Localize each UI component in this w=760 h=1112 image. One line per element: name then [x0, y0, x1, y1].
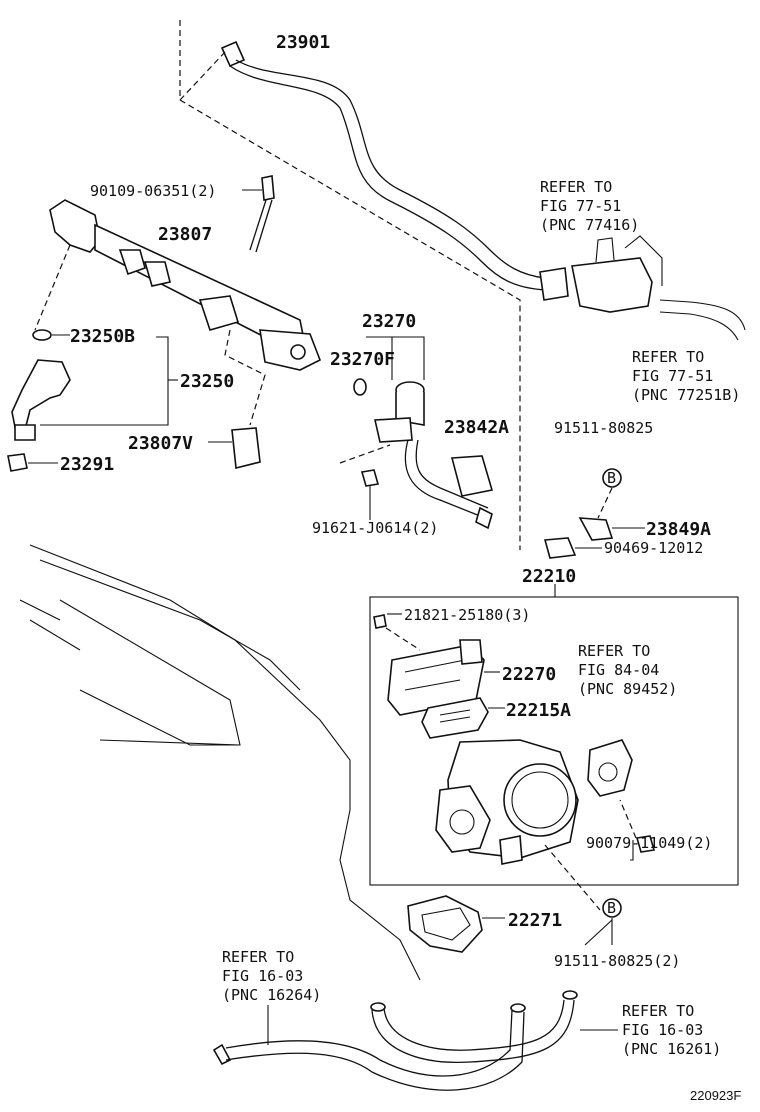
injector-23250	[11, 359, 71, 441]
bolt-91621	[339, 444, 391, 520]
leader-callout-b-1	[597, 487, 613, 519]
clip-90469	[543, 537, 577, 559]
spacer-23807v	[231, 427, 261, 469]
ref3-line2: FIG 84-04	[578, 661, 659, 679]
label-91621: 91621-J0614(2)	[312, 519, 438, 537]
ref3-line3: (PNC 89452)	[578, 680, 677, 698]
gasket-22271	[407, 895, 483, 953]
assembly-boundary	[179, 99, 521, 550]
ref1-line2: FIG 77-51	[540, 197, 621, 215]
ref4-line2: FIG 16-03	[222, 967, 303, 985]
fuel-rail-23807	[49, 199, 322, 371]
label-91511-a: 91511-80825	[554, 419, 653, 437]
engine-outline	[19, 544, 421, 981]
label-23291: 23291	[60, 454, 114, 475]
ref4-line1: REFER TO	[222, 948, 294, 966]
label-23250b: 23250B	[70, 326, 135, 347]
ref2-line2: FIG 77-51	[632, 367, 713, 385]
label-23842a: 23842A	[444, 417, 509, 438]
bracket-23250	[40, 336, 169, 426]
screw-dash	[385, 627, 421, 651]
label-22270: 22270	[502, 664, 556, 685]
clamp-23842a	[450, 455, 494, 497]
bolt-90109	[249, 175, 275, 253]
label-90079: 90079-11049(2)	[586, 834, 712, 852]
leader-callout-b-2	[584, 918, 613, 946]
label-91511-b: 91511-80825(2)	[554, 952, 680, 970]
callout-b-1	[602, 468, 622, 488]
hose-leader	[179, 20, 226, 102]
ref1-line1: REFER TO	[540, 178, 612, 196]
ref1-line3: (PNC 77416)	[540, 216, 639, 234]
screw-21821	[373, 614, 387, 629]
callout-b-1-text: B	[607, 469, 616, 487]
leader-90079	[630, 840, 634, 861]
label-22215a: 22215A	[506, 700, 571, 721]
label-23270f: 23270F	[330, 349, 395, 370]
throttle-body-main	[435, 739, 579, 865]
label-23807: 23807	[158, 224, 212, 245]
ref2-line1: REFER TO	[632, 348, 704, 366]
label-23270: 23270	[362, 311, 416, 332]
label-23901: 23901	[276, 32, 330, 53]
ref5-line1: REFER TO	[622, 1002, 694, 1020]
label-22210: 22210	[522, 566, 576, 587]
throttle-body-box	[369, 596, 739, 886]
callout-b-2-dash	[544, 844, 601, 911]
rail-leader-2	[224, 329, 266, 426]
label-23250: 23250	[180, 371, 234, 392]
label-22271: 22271	[508, 910, 562, 931]
callout-b-2-text: B	[607, 899, 616, 917]
fuel-hose-23901	[220, 40, 746, 341]
gasket-22215a	[421, 697, 489, 739]
label-90109: 90109-06351(2)	[90, 182, 216, 200]
label-23849a: 23849A	[646, 519, 711, 540]
o-ring-23270f	[353, 378, 367, 396]
regulator-23270	[366, 336, 493, 530]
throttle-sensor-89452	[587, 739, 633, 797]
idle-control-valve-22270	[387, 639, 485, 716]
label-90469: 90469-12012	[604, 539, 703, 557]
ref2-line3: (PNC 77251B)	[632, 386, 740, 404]
callout-b-2	[602, 898, 622, 918]
water-bypass-hoses	[212, 990, 578, 1091]
ref5-line3: (PNC 16261)	[622, 1040, 721, 1058]
o-ring-23250b	[32, 329, 52, 341]
valve-23849a	[578, 517, 614, 541]
insulator-23291	[7, 453, 28, 472]
rail-leader-1	[34, 244, 71, 331]
ref5-line2: FIG 16-03	[622, 1021, 703, 1039]
ref4-line3: (PNC 16264)	[222, 986, 321, 1004]
label-21821: 21821-25180(3)	[404, 606, 530, 624]
screw-90079-dash	[619, 799, 637, 839]
label-23807v: 23807V	[128, 433, 193, 454]
figure-id: 220923F	[690, 1088, 741, 1103]
ref3-line1: REFER TO	[578, 642, 650, 660]
screw-90079	[635, 835, 656, 853]
